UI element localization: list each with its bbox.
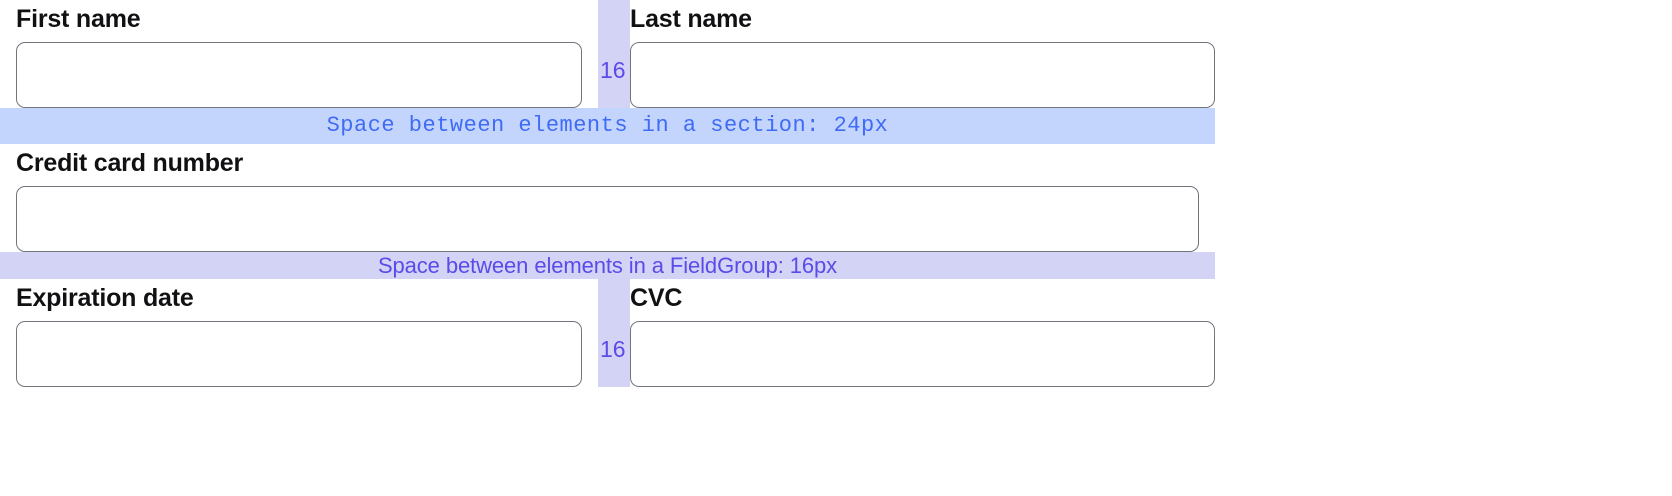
input-first-name[interactable] xyxy=(16,42,582,108)
input-cvc[interactable] xyxy=(630,321,1215,387)
form-area: First name 16 Last name Space between el… xyxy=(0,0,1215,387)
input-last-name[interactable] xyxy=(630,42,1215,108)
input-expiration-date[interactable] xyxy=(16,321,582,387)
label-first-name: First name xyxy=(16,5,141,33)
annotation-band-section-text: Space between elements in a section: 24p… xyxy=(326,113,889,138)
label-credit-card-number: Credit card number xyxy=(16,149,244,177)
field-group-expiration-date: Expiration date xyxy=(0,279,598,387)
gap-indicator-name-row: 16 xyxy=(598,0,630,108)
annotation-band-fieldgroup: Space between elements in a FieldGroup: … xyxy=(0,252,1215,279)
gap-indicator-label: 16 xyxy=(600,336,626,362)
label-last-name: Last name xyxy=(630,5,752,33)
field-row-credit-card: Credit card number xyxy=(0,144,1215,252)
field-group-last-name: Last name xyxy=(630,0,1215,108)
annotation-band-section: Space between elements in a section: 24p… xyxy=(0,108,1215,144)
field-group-first-name: First name xyxy=(0,0,598,108)
gap-indicator-expiry-row: 16 xyxy=(598,279,630,387)
annotation-band-fieldgroup-text: Space between elements in a FieldGroup: … xyxy=(377,252,838,278)
field-row-expiry-cvc: Expiration date 16 CVC xyxy=(0,279,1215,387)
input-credit-card-number[interactable] xyxy=(16,186,1199,252)
label-cvc: CVC xyxy=(630,284,683,312)
field-row-name: First name 16 Last name xyxy=(0,0,1215,108)
field-group-credit-card: Credit card number xyxy=(0,144,1215,252)
gap-indicator-label: 16 xyxy=(600,57,626,83)
field-group-cvc: CVC xyxy=(630,279,1215,387)
label-expiration-date: Expiration date xyxy=(16,284,194,312)
